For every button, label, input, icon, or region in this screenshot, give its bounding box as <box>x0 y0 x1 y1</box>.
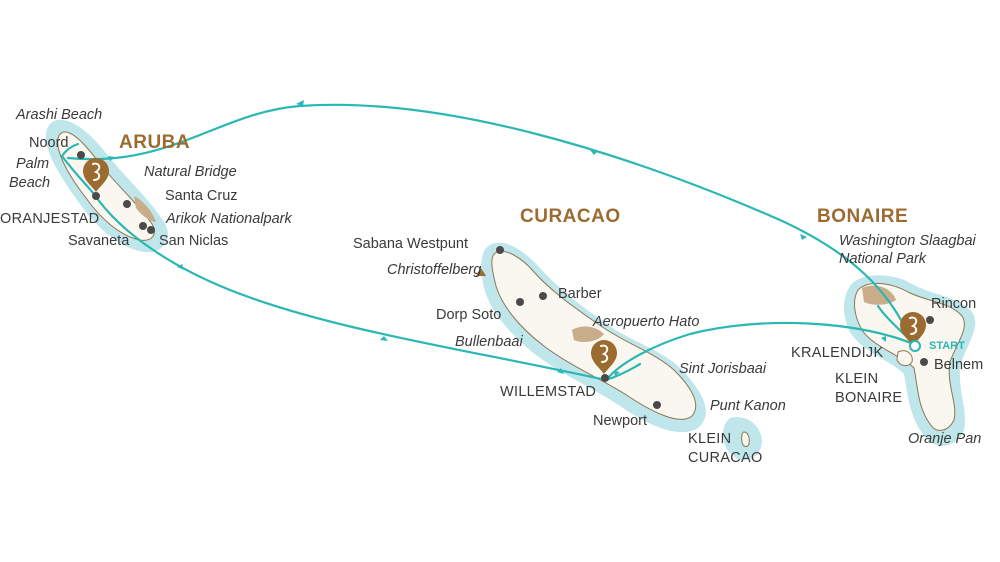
willemstad-dot <box>601 374 609 382</box>
belnem-dot <box>920 358 928 366</box>
arashi-beach-label: Arashi Beach <box>16 107 103 123</box>
aruba-arikok-park <box>134 196 156 222</box>
klein-curacao-label-line1: KLEIN <box>688 431 732 447</box>
route-curacao-spur <box>604 362 642 382</box>
oranje-pan-label: Oranje Pan <box>908 431 982 447</box>
washington-park-label-line1: Washington Slaagbai <box>839 233 976 249</box>
rincon-dot <box>926 316 934 324</box>
sabana-westpunt-label: Sabana Westpunt <box>353 236 469 252</box>
curacao-stop-pin-icon <box>591 340 617 374</box>
noord-dot <box>77 151 85 159</box>
start-label: START <box>929 340 965 352</box>
sint-jorisbaai-label: Sint Jorisbaai <box>679 361 767 377</box>
route-aruba-to-bonaire <box>66 103 914 344</box>
klein-curacao-land <box>741 431 750 447</box>
mountain-peak-icon <box>476 268 486 276</box>
arikok-label: Arikok Nationalpark <box>166 211 292 227</box>
curacao-label: CURACAO <box>520 206 621 227</box>
santa-cruz-label: Santa Cruz <box>165 188 238 204</box>
bonaire-island <box>844 275 976 446</box>
bonaire-stop-pin-icon <box>900 312 926 346</box>
stop-pin-icon <box>83 158 926 374</box>
newport-label: Newport <box>593 413 647 429</box>
klein-bonaire-label-line1: KLEIN <box>835 371 879 387</box>
route-curacao-to-aruba <box>92 192 608 382</box>
san-niclas-label: San Niclas <box>159 233 229 249</box>
santa-cruz-dot <box>123 200 131 208</box>
cruise-route <box>60 103 920 382</box>
curacao-airport-area <box>572 326 604 342</box>
kralendijk-label: KRALENDIJK <box>791 345 884 361</box>
newport-dot <box>653 401 661 409</box>
aruba-stop-pin-icon <box>83 158 109 192</box>
route-aruba-loop <box>60 142 96 196</box>
klein-bonaire-land <box>896 350 913 367</box>
punt-kanon-label: Punt Kanon <box>710 398 786 414</box>
start-ring <box>909 340 921 352</box>
belnem-label: Belnem <box>934 357 984 373</box>
dorp-soto-label: Dorp Soto <box>436 307 502 323</box>
san-niclas-dot <box>147 226 155 234</box>
savaneta-dot <box>139 222 147 230</box>
klein-bonaire-label-line2: BONAIRE <box>835 390 903 406</box>
sabana-westpunt-dot <box>496 246 504 254</box>
washington-park-label-line2: National Park <box>839 251 927 267</box>
barber-dot <box>539 292 547 300</box>
noord-label: Noord <box>29 135 69 151</box>
route-bonaire-to-curacao <box>606 321 920 380</box>
aruba-label: ARUBA <box>119 132 191 153</box>
route-arrow-icon <box>108 100 886 376</box>
oranjestad-dot <box>92 192 100 200</box>
bullenbaai-label: Bullenbaai <box>455 334 523 350</box>
willemstad-label: WILLEMSTAD <box>500 384 597 400</box>
oranjestad-label: ORANJESTAD <box>0 211 100 227</box>
savaneta-label: Savaneta <box>68 233 130 249</box>
christoffelberg-label: Christoffelberg <box>387 262 482 278</box>
aeropuerto-hato-label: Aeropuerto Hato <box>593 314 700 330</box>
klein-curacao-label-line2: CURACAO <box>688 450 763 466</box>
bonaire-label: BONAIRE <box>817 206 909 227</box>
palm-beach-label-line2: Beach <box>9 175 51 191</box>
natural-bridge-label: Natural Bridge <box>144 164 237 180</box>
palm-beach-label-line1: Palm <box>16 156 50 172</box>
barber-label: Barber <box>558 286 602 302</box>
rincon-label: Rincon <box>931 296 977 312</box>
town-dots <box>77 151 934 409</box>
dorp-soto-dot <box>516 298 524 306</box>
